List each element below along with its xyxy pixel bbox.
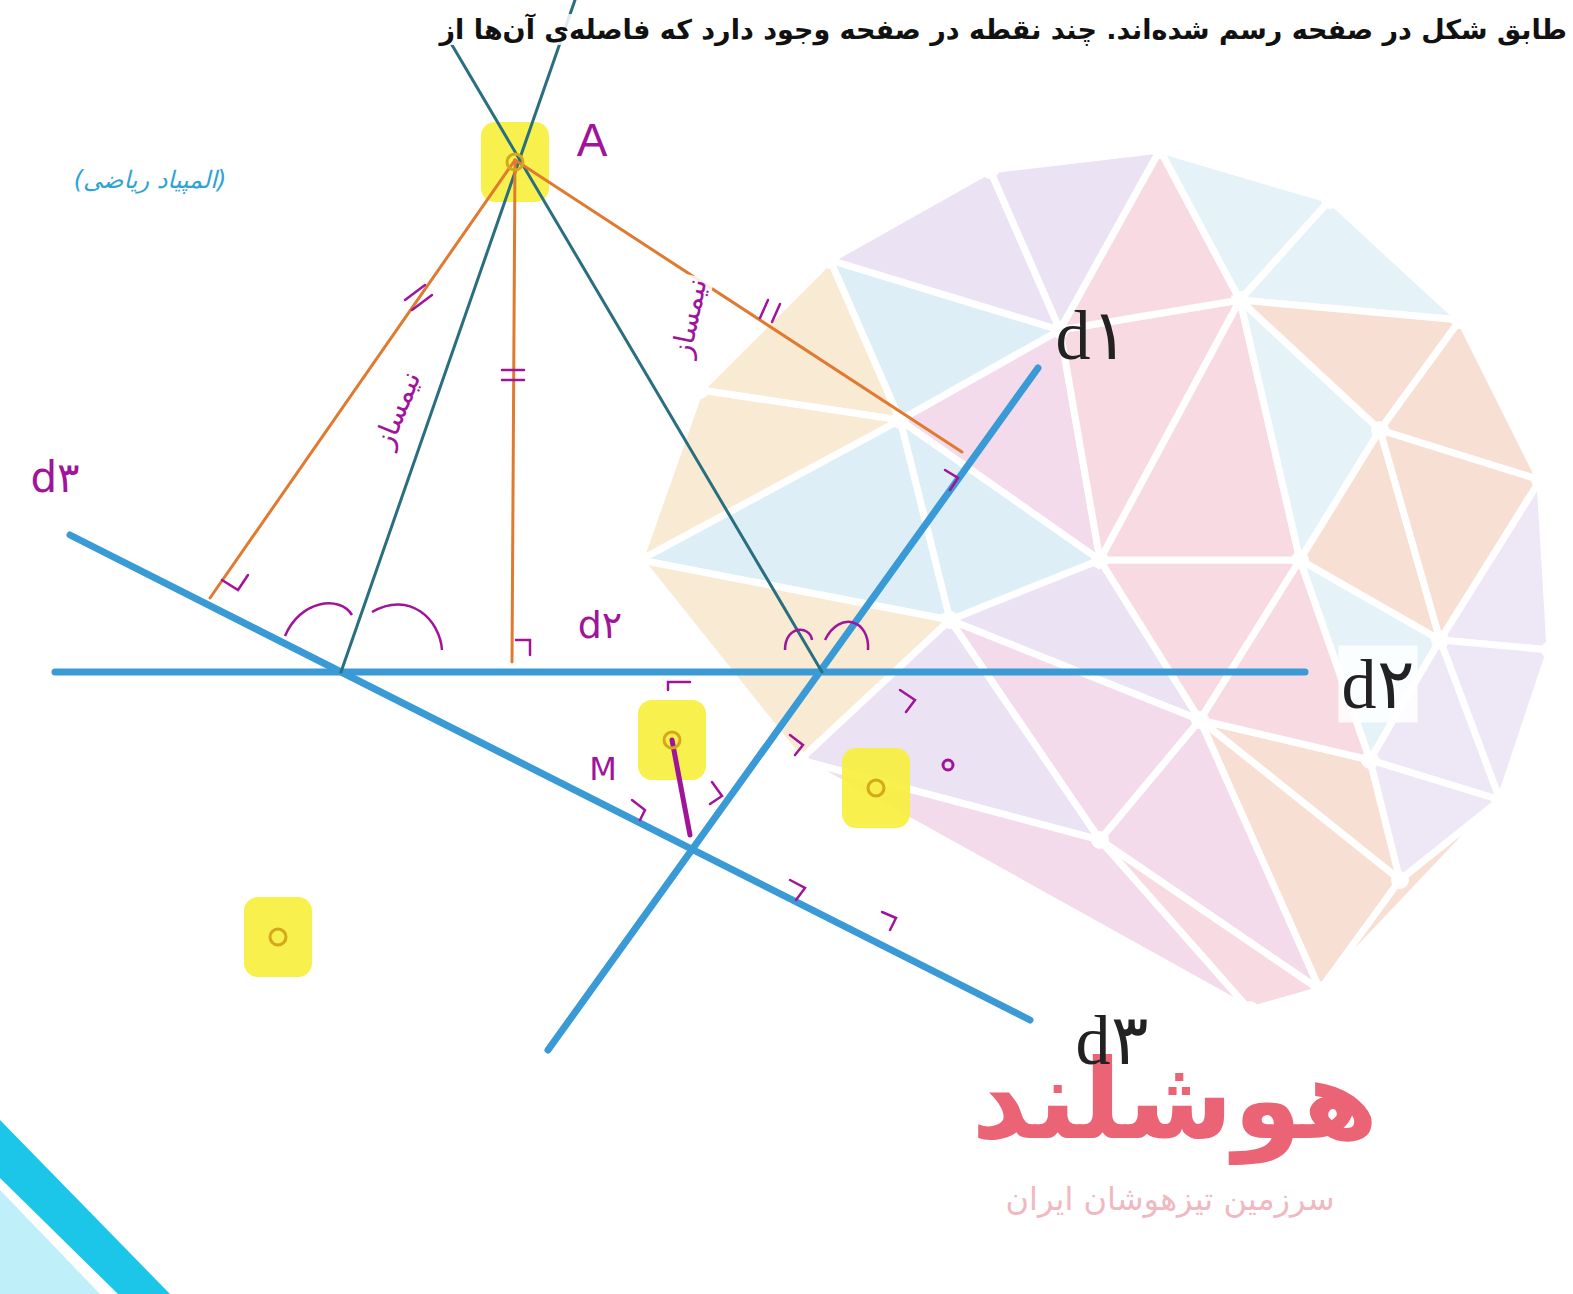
watermark-node (1151, 141, 1169, 159)
watermark-node (1231, 291, 1249, 309)
corner-band (0, 1120, 170, 1294)
watermark-node (1361, 751, 1379, 769)
line-label: d۱ (1053, 297, 1132, 374)
angle-arc (372, 604, 442, 650)
tick-mark (772, 304, 780, 322)
watermark-node (791, 751, 809, 769)
watermark-text: سرزمین تیزهوشان ایران (1003, 1182, 1338, 1217)
point-mark (507, 154, 523, 170)
watermark-node (1291, 551, 1309, 569)
point-mark (270, 929, 286, 945)
watermark-facet (1380, 430, 1540, 640)
watermark-node (821, 251, 839, 269)
watermark-facet (1100, 840, 1320, 1010)
watermark-node (1541, 641, 1559, 659)
bisector-line (452, 45, 822, 672)
point-label: A (574, 115, 611, 166)
right-angle-mark (882, 912, 896, 930)
angle-arc (785, 630, 812, 650)
tick-mark (502, 369, 524, 372)
watermark-node (1091, 551, 1109, 569)
watermark-node (941, 611, 959, 629)
handwritten-note: نیمساز (666, 273, 714, 363)
watermark-node (1451, 311, 1469, 329)
watermark-node (1431, 631, 1449, 649)
highlight-mark (842, 748, 910, 828)
watermark-node (1191, 711, 1209, 729)
right-angle-mark (222, 575, 248, 590)
line-label: d۳ (27, 455, 82, 501)
point-mark (664, 732, 680, 748)
source-note: (المپیاد ریاضی) (71, 167, 230, 193)
perpendicular-line (512, 160, 515, 662)
given-line (548, 368, 1038, 1050)
right-angle-mark (516, 640, 530, 655)
right-angle-mark (790, 735, 803, 755)
perpendicular-line (515, 160, 962, 452)
watermark-node (1371, 421, 1389, 439)
line-label: d۳ (1073, 1002, 1152, 1079)
watermark-node (1091, 831, 1109, 849)
corner-band (0, 1190, 100, 1294)
right-angle-mark (790, 880, 805, 900)
right-angle-mark (900, 690, 915, 712)
angle-arc (285, 603, 352, 636)
perpendicular-line (210, 160, 515, 598)
tick-mark (760, 300, 768, 318)
right-angle-mark (632, 800, 645, 820)
watermark-node (1391, 871, 1409, 889)
point-label: M (586, 752, 620, 787)
watermark-node (1311, 981, 1329, 999)
watermark-node (1241, 1001, 1259, 1019)
watermark-node (981, 161, 999, 179)
watermark-facet (1320, 800, 1500, 990)
point-mark (868, 780, 884, 796)
problem-text: طابق شکل در صفحه رسم شده‌اند. چند نقطه د… (440, 14, 1567, 45)
tick-mark (412, 295, 432, 310)
highlight (244, 122, 910, 977)
handwritten-note: نیمساز (368, 365, 429, 456)
watermark-node (891, 411, 909, 429)
tick-mark (502, 379, 524, 382)
construction-line (672, 740, 690, 835)
line-label: d۲ (1339, 646, 1418, 723)
watermark-text: هوشلند (969, 1040, 1382, 1161)
bisector-line (341, 0, 575, 672)
highlight-mark (244, 897, 312, 977)
angle-arc (825, 622, 868, 650)
given-line (55, 669, 1305, 676)
watermark-node (1491, 791, 1509, 809)
watermark-node (691, 381, 709, 399)
watermark-node (1531, 471, 1549, 489)
watermark-node (631, 551, 649, 569)
point-mark (943, 760, 953, 770)
right-angle-mark (945, 470, 958, 490)
given-line (70, 535, 1030, 1020)
line-label: d۲ (575, 605, 626, 647)
watermark-facet (640, 390, 900, 560)
right-angle-mark (668, 682, 690, 690)
tick-mark (405, 285, 425, 300)
watermark-node (1321, 191, 1339, 209)
right-angle-mark (710, 782, 722, 804)
